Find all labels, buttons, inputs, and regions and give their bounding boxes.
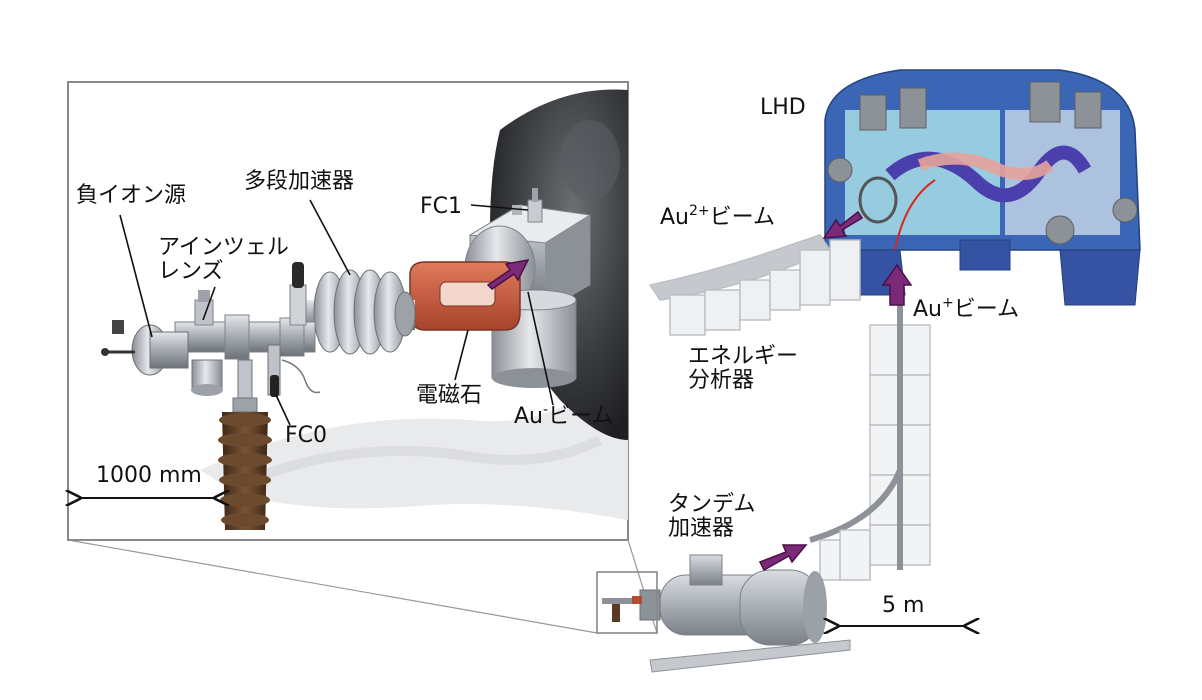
au2-beam-arrow [822,210,864,239]
facility-overview [596,69,1141,673]
tandem-beam-arrow [758,544,808,572]
label-einzel-lens-line1: アインツェル [158,235,289,260]
label-negative-ion-source: 負イオン源 [76,183,187,208]
fc0-probe [267,344,321,397]
au-minus-base: Au [514,404,543,429]
beamline-tube [174,262,316,360]
au2-sup: 2+ [689,203,710,219]
label-lhd: LHD [760,95,806,120]
au-minus-beam-arrow [486,258,530,290]
inset-panel [67,81,658,634]
beam-arrows [758,210,913,572]
zoom-box [596,571,658,634]
label-einzel-lens: アインツェル レンズ [158,235,289,285]
au2-base: Au [660,205,689,230]
label-energy-analyzer: エネルギー 分析器 [688,344,799,394]
label-tandem-accelerator: タンデム 加速器 [668,492,756,542]
au-minus-sup: - [543,402,549,418]
label-fc0: FC0 [285,423,328,448]
au-plus-base: Au [913,297,942,322]
label-scale-inset: 1000 mm [96,463,202,488]
au-plus-tail: ビーム [953,297,1020,322]
label-tandem-line2: 加速器 [668,516,735,542]
lower-flange [191,359,253,401]
label-einzel-lens-line2: レンズ [158,259,224,285]
insulator-column [218,397,272,530]
label-au-minus-beam: Au-ビーム [514,402,614,429]
floor-shadow [200,360,628,520]
tandem-accelerator [602,554,851,673]
leader-lines [119,199,554,426]
multistage-accelerator [300,269,416,355]
label-electromagnet: 電磁石 [416,383,483,408]
zoom-line-left [67,539,598,634]
label-energy-analyzer-line2: 分析器 [688,368,755,394]
electromagnet [409,261,521,331]
lhd-device [804,69,1141,306]
label-au2-beam: Au2+ビーム [660,203,775,230]
au-plus-sup: + [942,295,954,311]
label-multistage-accelerator: 多段加速器 [244,169,355,194]
beam-tower [809,305,931,581]
energy-analyzer-structure [648,234,861,336]
label-fc1: FC1 [420,194,463,219]
au-plus-beam-arrow [881,263,913,306]
label-au-plus-beam: Au+ビーム [913,295,1020,322]
label-tandem-line1: タンデム [668,492,756,517]
negative-ion-source [101,320,189,376]
au-minus-tail: ビーム [548,404,614,429]
au2-tail: ビーム [709,205,775,230]
label-scale-main: 5 m [882,593,925,618]
label-energy-analyzer-line1: エネルギー [688,344,799,369]
